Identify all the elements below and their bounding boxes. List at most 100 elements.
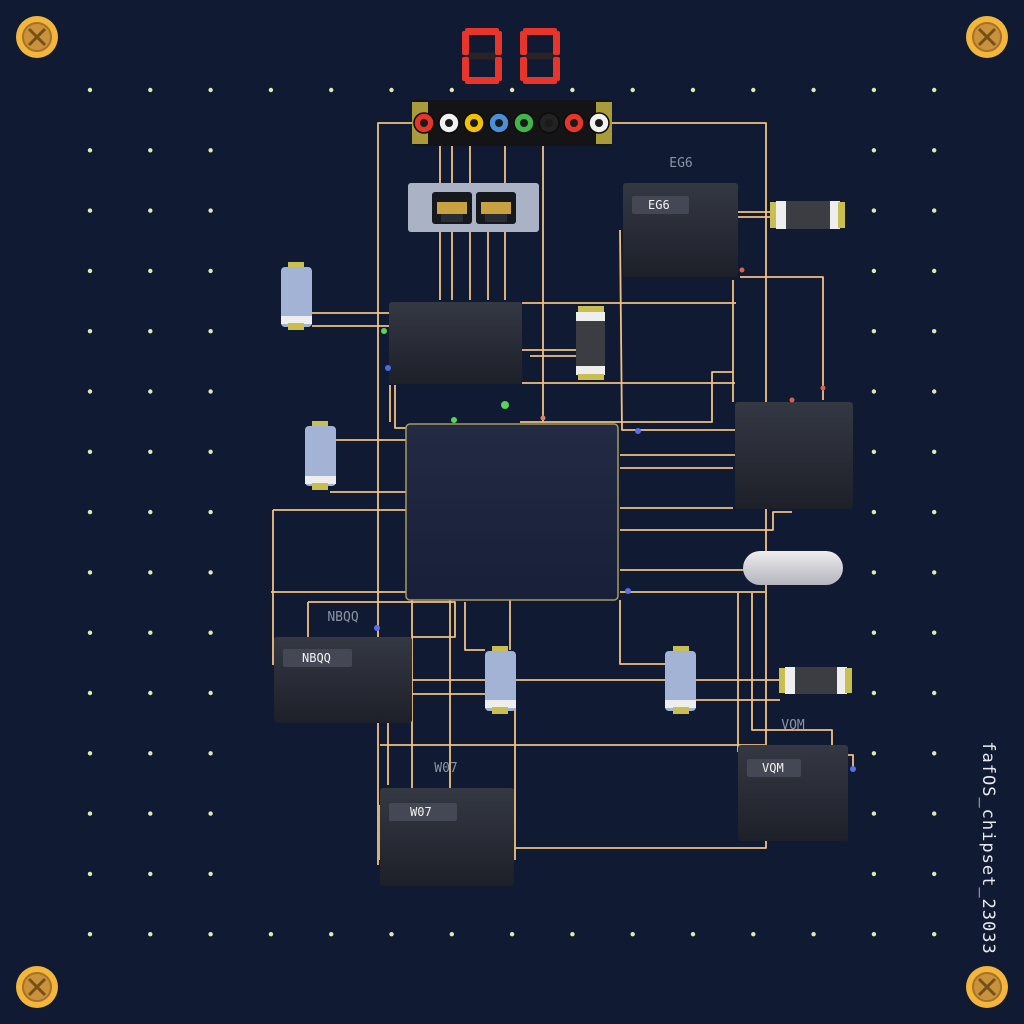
grid-dot	[932, 268, 937, 274]
grid-dot	[148, 449, 153, 454]
grid-dot	[148, 208, 153, 213]
grid-dot	[87, 449, 93, 454]
header-pin-hole	[470, 119, 478, 127]
grid-dot	[570, 87, 575, 93]
chip-eg6[interactable]: EG6 EG6	[623, 156, 738, 277]
grid-dot	[871, 208, 877, 213]
grid-dot	[871, 871, 877, 877]
grid-dot	[87, 751, 93, 756]
ic-chip[interactable]	[735, 402, 853, 509]
grid-dot	[871, 148, 877, 153]
signal-dots	[374, 267, 856, 772]
grid-dot	[570, 932, 575, 937]
grid-dot	[148, 871, 153, 877]
header-pin-hole	[495, 119, 503, 127]
grid-dot	[268, 932, 274, 937]
display-segment	[462, 57, 469, 81]
grid-dot	[871, 509, 877, 515]
chip-vqm[interactable]: VQM VQM	[738, 718, 848, 841]
chip-label: NBQQ	[302, 651, 331, 665]
resistor-horizontal	[779, 667, 852, 694]
chip-label: W07	[410, 805, 432, 819]
grid-dot	[751, 87, 756, 93]
grid-dots	[87, 87, 937, 937]
display-segment	[495, 57, 502, 81]
header-pin-hole	[445, 119, 453, 127]
capacitor-vertical	[281, 262, 312, 330]
grid-dot	[87, 509, 93, 515]
grid-dot	[148, 570, 153, 575]
grid-dot	[932, 570, 937, 575]
grid-dot	[871, 389, 877, 394]
grid-dot	[148, 630, 153, 635]
grid-dot	[148, 329, 153, 334]
inductor	[743, 551, 843, 585]
grid-dot	[208, 208, 213, 213]
grid-dot	[87, 690, 93, 696]
screw-icon	[16, 966, 58, 1008]
display-segment	[520, 31, 527, 55]
grid-dot	[87, 329, 93, 334]
grid-dot	[268, 87, 274, 93]
grid-dot	[751, 932, 756, 937]
grid-dot	[148, 268, 153, 274]
grid-dot	[871, 87, 877, 93]
screw-icon	[966, 966, 1008, 1008]
grid-dot	[148, 87, 153, 93]
grid-dot	[87, 208, 93, 213]
grid-dot	[87, 630, 93, 635]
ethernet-port-icon	[476, 192, 516, 224]
grid-dot	[208, 690, 213, 696]
resistor-horizontal	[770, 201, 845, 229]
grid-dot	[87, 389, 93, 394]
capacitor-vertical	[485, 646, 516, 714]
ethernet-connector	[408, 183, 539, 232]
display-segment	[465, 52, 499, 60]
display-segment	[523, 28, 557, 35]
grid-dot	[932, 208, 937, 213]
grid-dot	[932, 630, 937, 635]
grid-dot	[932, 690, 937, 696]
grid-dot	[630, 87, 635, 93]
grid-dot	[87, 87, 93, 93]
grid-dot	[871, 932, 877, 937]
grid-dot	[932, 449, 937, 454]
grid-dot	[871, 570, 877, 575]
grid-dot	[871, 690, 877, 696]
grid-dot	[208, 751, 213, 756]
grid-dot	[871, 329, 877, 334]
chip-w07[interactable]: W07 W07	[380, 761, 514, 886]
grid-dot	[871, 630, 877, 635]
grid-dot	[389, 87, 394, 93]
resistor-vertical	[576, 306, 605, 380]
grid-dot	[208, 389, 213, 394]
grid-dot	[208, 570, 213, 575]
header-pin-hole	[595, 119, 603, 127]
chip-nbqq[interactable]: NBQQ NBQQ	[274, 610, 412, 723]
grid-dot	[208, 811, 213, 816]
display-segment	[465, 77, 499, 84]
grid-dot	[87, 811, 93, 816]
grid-dot	[329, 87, 334, 93]
ic-chip[interactable]	[389, 302, 522, 384]
chip-label: VQM	[762, 761, 784, 775]
grid-dot	[148, 389, 153, 394]
grid-dot	[932, 871, 937, 877]
grid-dot	[87, 148, 93, 153]
display-segment	[553, 31, 560, 55]
grid-dot	[871, 268, 877, 274]
display-segment	[495, 31, 502, 55]
pin-header	[412, 100, 612, 146]
grid-dot	[208, 871, 213, 877]
display-segment	[520, 57, 527, 81]
chip-caption: VQM	[781, 718, 805, 733]
main-processor[interactable]	[405, 423, 619, 601]
screw-icon	[16, 16, 58, 58]
grid-dot	[208, 87, 213, 93]
header-pin-hole	[570, 119, 578, 127]
grid-dot	[208, 449, 213, 454]
chip-caption: W07	[434, 761, 457, 776]
grid-dot	[449, 932, 454, 937]
display-segment	[465, 28, 499, 35]
